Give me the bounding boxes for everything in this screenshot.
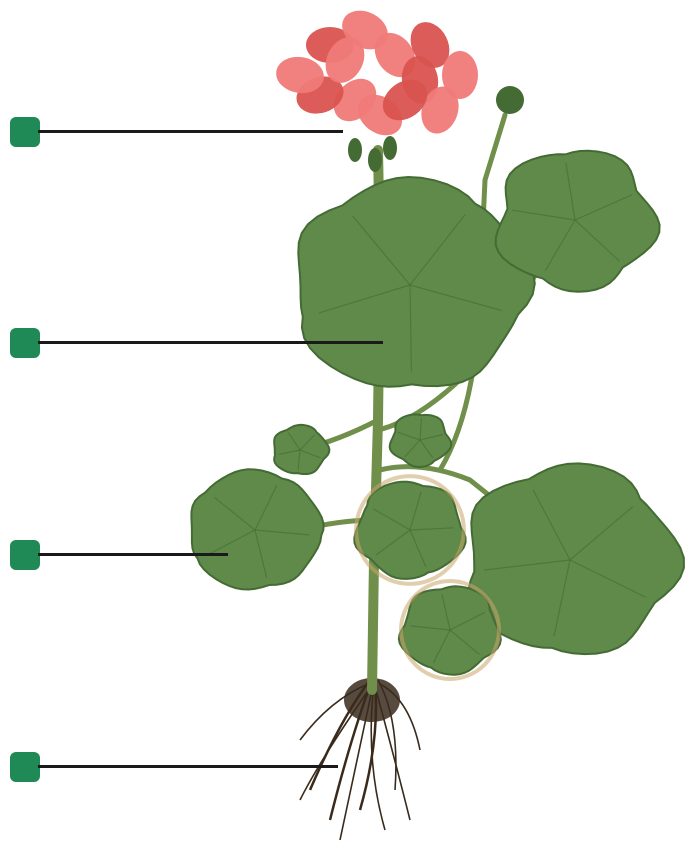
plant-roots bbox=[300, 678, 420, 840]
leader-line-root bbox=[38, 765, 338, 768]
flower-bud bbox=[348, 138, 362, 162]
unopened-bud-cluster bbox=[496, 86, 524, 114]
leaf-blade bbox=[274, 425, 329, 474]
flower-petal bbox=[442, 51, 478, 99]
flower-bud bbox=[368, 148, 382, 172]
leader-line-leaf bbox=[38, 553, 228, 556]
plant-flower-cluster bbox=[273, 3, 524, 172]
leaf-blade bbox=[191, 469, 323, 589]
flower-bud bbox=[383, 136, 397, 160]
label-marker-flower[interactable] bbox=[10, 117, 40, 147]
label-marker-root[interactable] bbox=[10, 752, 40, 782]
plant-leaves bbox=[191, 151, 684, 679]
leader-line-flower bbox=[38, 130, 343, 133]
label-marker-stem[interactable] bbox=[10, 328, 40, 358]
label-marker-leaf[interactable] bbox=[10, 540, 40, 570]
leader-line-stem bbox=[38, 341, 383, 344]
leaf-blade bbox=[496, 151, 660, 292]
leaf-blade bbox=[298, 177, 535, 387]
